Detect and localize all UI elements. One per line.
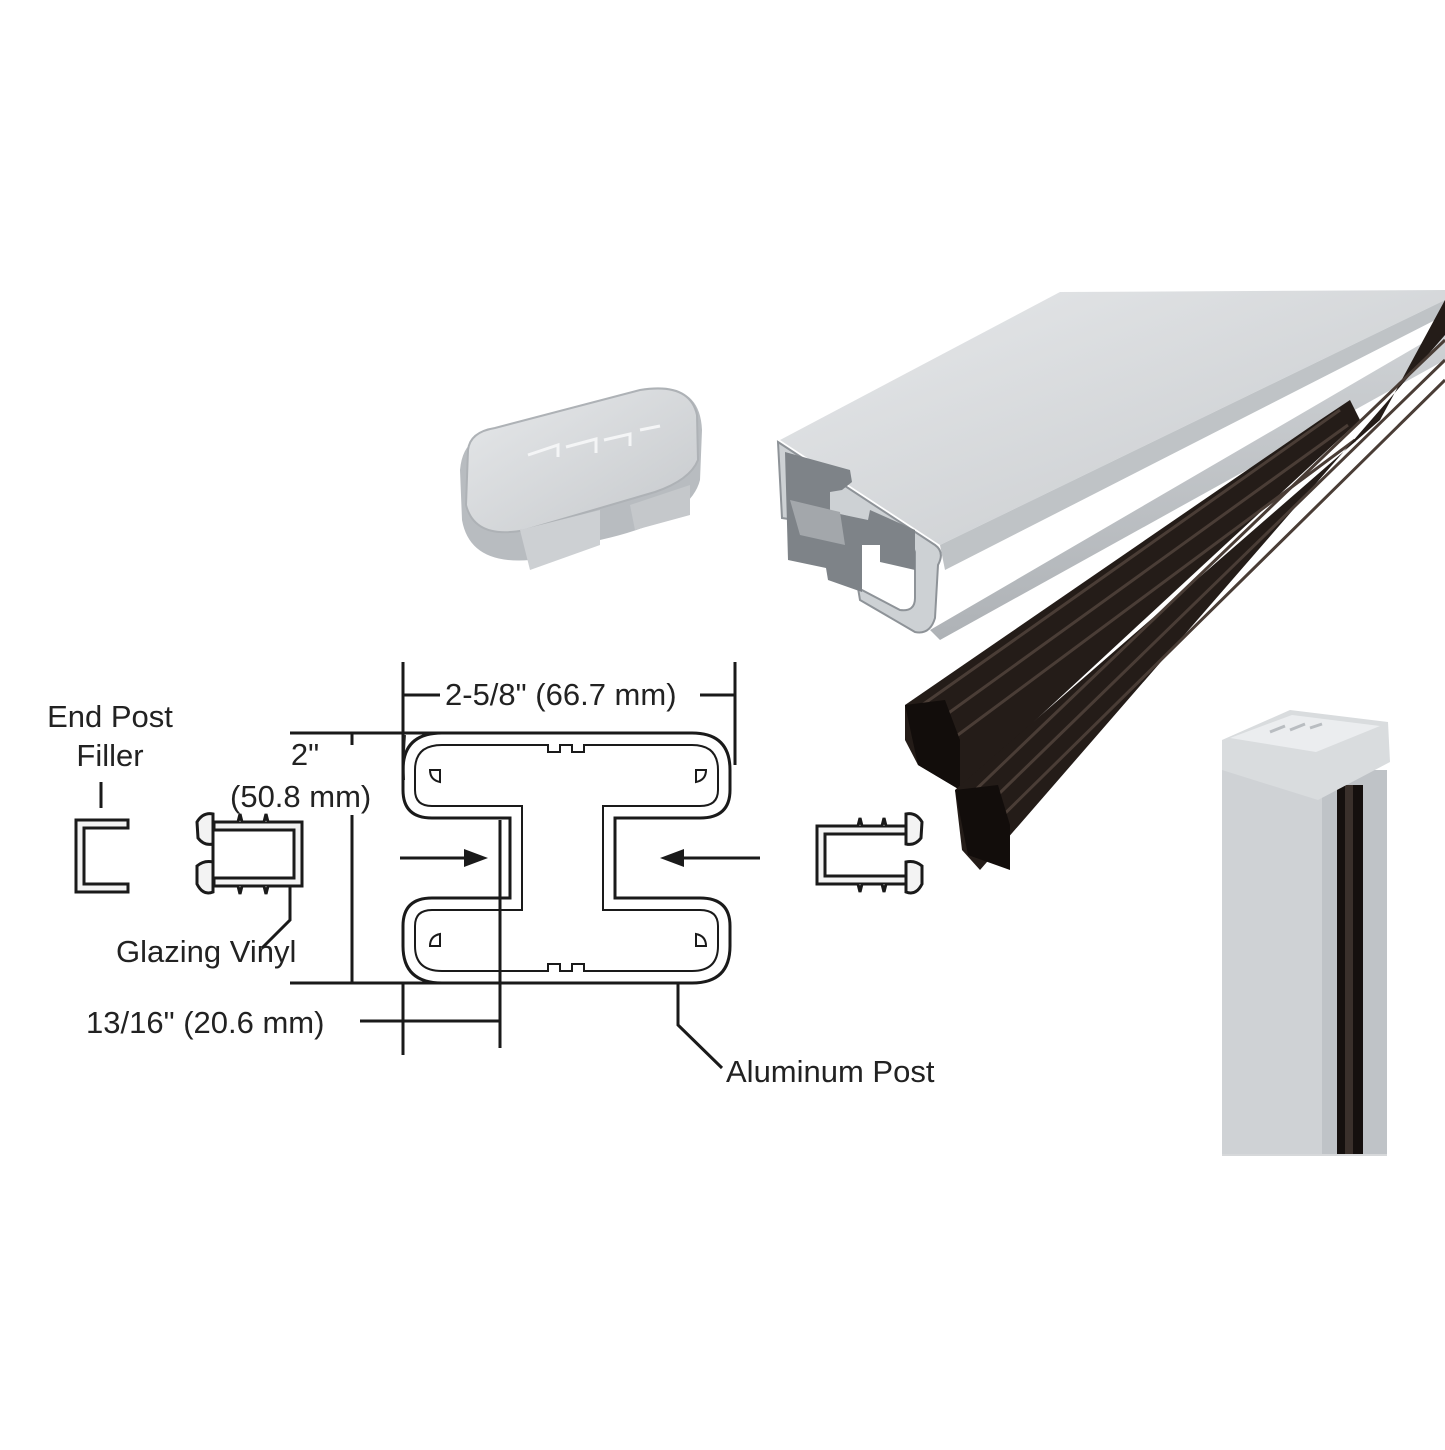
aluminum-post-leader <box>676 983 724 1070</box>
aluminum-post-extrusion-image <box>776 290 1445 640</box>
glazing-vinyl-left-drawing <box>195 812 304 950</box>
depth-dimension <box>360 820 502 1055</box>
end-post-filler-label-line1: End Post <box>47 699 173 734</box>
end-post-filler-label-line2: Filler <box>76 738 144 773</box>
height-mm-label: (50.8 mm) <box>230 779 372 814</box>
depth-label: 13/16" (20.6 mm) <box>86 1005 325 1040</box>
height-inches-label: 2" <box>290 737 320 772</box>
end-post-filler-drawing <box>74 782 130 894</box>
width-dimension <box>401 662 737 780</box>
assembled-post-image <box>1222 710 1390 1156</box>
aluminum-post-label: Aluminum Post <box>726 1054 935 1089</box>
insert-arrow-right <box>660 849 760 867</box>
logo-emboss <box>527 424 661 457</box>
logo-emboss <box>1269 722 1323 734</box>
width-label: 2-5/8" (66.7 mm) <box>445 677 677 712</box>
glazing-vinyl-label: Glazing Vinyl <box>116 934 297 969</box>
gasket-strips-image <box>905 300 1445 870</box>
end-cap-image <box>460 387 702 570</box>
insert-arrow-left <box>400 849 488 867</box>
glazing-vinyl-right-drawing <box>815 812 924 895</box>
height-dimension <box>290 731 490 985</box>
